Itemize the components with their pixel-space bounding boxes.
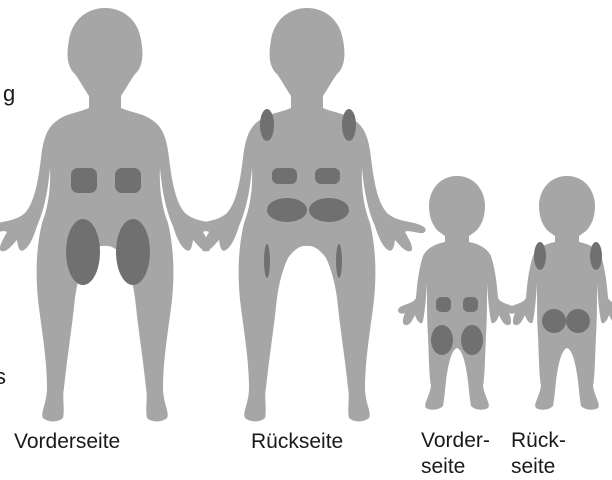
child-back-silhouette: [508, 176, 612, 410]
child-back-figure: [508, 176, 612, 410]
zone-outer-thigh-right: [336, 244, 342, 278]
adult-back-silhouette: [188, 8, 425, 421]
child-zone-upper-arm-right: [590, 242, 602, 270]
cropped-edge-letter-bottom: s: [0, 364, 6, 389]
child-zone-abdomen-right: [463, 297, 478, 312]
label-adult-back: Rückseite: [251, 429, 343, 455]
label-child-front: Vorder- seite: [421, 428, 490, 480]
adult-front-figure: [0, 8, 224, 421]
zone-abdomen-right: [115, 168, 141, 193]
zone-back-hip-left: [272, 168, 297, 184]
zone-abdomen-left: [71, 168, 97, 193]
zone-upper-arm-left: [260, 109, 274, 141]
child-zone-thigh-right: [461, 325, 483, 355]
zone-back-hip-right: [315, 168, 340, 184]
zone-thigh-right: [116, 219, 150, 285]
child-zone-buttock-right: [566, 309, 590, 333]
cropped-edge-letter-top: g: [3, 81, 15, 106]
zone-upper-arm-right: [342, 109, 356, 141]
adult-back-figure: [188, 8, 425, 421]
child-front-silhouette: [398, 176, 516, 410]
child-zone-upper-arm-left: [534, 242, 546, 270]
zone-thigh-left: [66, 219, 100, 285]
label-child-back: Rück- seite: [511, 428, 566, 480]
child-zone-abdomen-left: [436, 297, 451, 312]
zone-buttock-right: [309, 198, 349, 222]
adult-front-silhouette: [0, 8, 224, 421]
child-front-figure: [398, 176, 516, 410]
child-zone-buttock-left: [542, 309, 566, 333]
zone-buttock-left: [267, 198, 307, 222]
zone-outer-thigh-left: [264, 244, 270, 278]
child-zone-thigh-left: [431, 325, 453, 355]
label-adult-front: Vorderseite: [14, 429, 120, 455]
